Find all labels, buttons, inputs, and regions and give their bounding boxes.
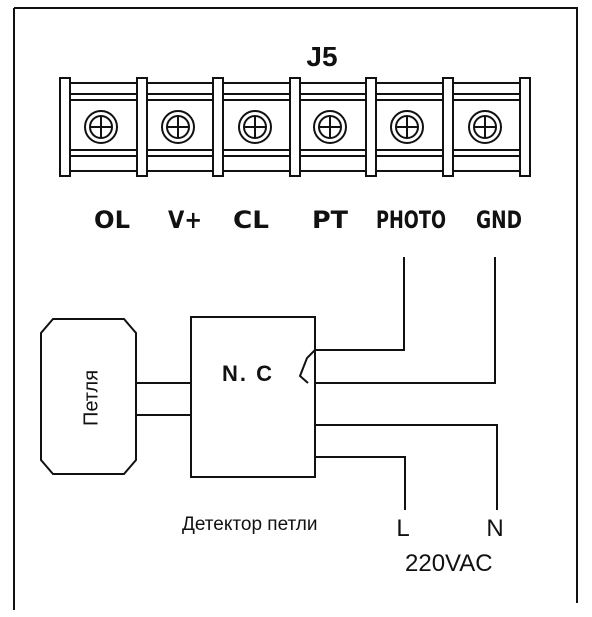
detector-box: N. C xyxy=(190,316,316,478)
terminal-label-photo: PHOTO xyxy=(376,206,446,234)
loop-box: Петля xyxy=(40,318,137,475)
terminal-label-ol: OL xyxy=(94,206,130,234)
screw-icon xyxy=(468,110,502,144)
wire-l xyxy=(315,456,406,510)
wire-n xyxy=(315,424,498,510)
nc-contact-symbol xyxy=(298,349,316,384)
screw-icon xyxy=(313,110,347,144)
wire-gnd xyxy=(315,257,496,384)
terminal-screw-icons xyxy=(84,110,502,144)
terminal-label-vplus: V+ xyxy=(168,206,202,234)
terminal-labels: OL V+ CL PT PHOTO GND xyxy=(94,206,522,234)
connector-j5: J5 xyxy=(59,41,531,177)
terminal-label-gnd: GND xyxy=(476,206,522,234)
connector-dividers xyxy=(59,77,531,177)
terminal-label-pt: PT xyxy=(312,206,349,234)
screw-icon xyxy=(161,110,195,144)
detector-contact-label: N. C xyxy=(222,361,274,386)
screw-icon xyxy=(390,110,424,144)
power-n-label: N xyxy=(486,515,503,542)
detector-caption: Детектор петли xyxy=(182,514,318,535)
frame-border xyxy=(13,7,578,610)
screw-icon xyxy=(84,110,118,144)
screw-icon xyxy=(238,110,272,144)
wire-photo xyxy=(315,257,405,351)
power-l-label: L xyxy=(396,515,409,542)
terminal-label-cl: CL xyxy=(233,206,269,234)
connector-title: J5 xyxy=(306,41,337,72)
loop-label: Петля xyxy=(80,370,102,426)
power-voltage-label: 220VAC xyxy=(405,550,493,577)
